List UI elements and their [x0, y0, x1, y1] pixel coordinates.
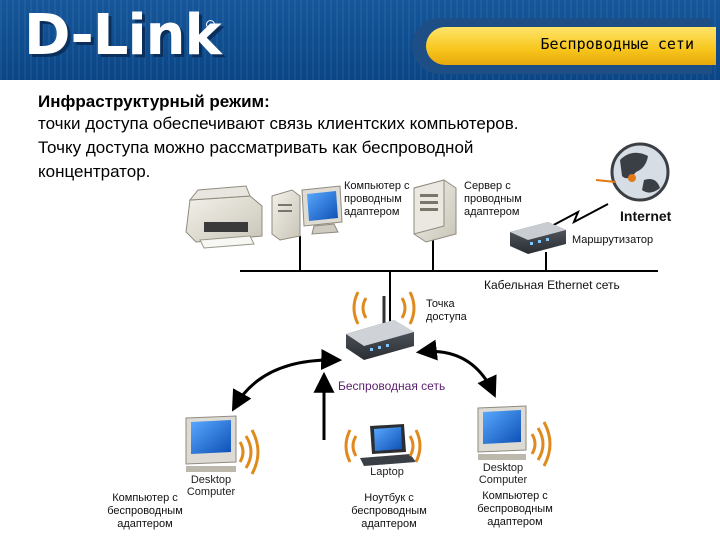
mode-heading: Инфраструктурный режим:	[38, 92, 270, 111]
wireless-network-label: Беспроводная сеть	[338, 379, 446, 393]
wireless-link-right	[415, 339, 497, 398]
right-desktop-icon	[477, 405, 527, 460]
ethernet-label: Кабельная Ethernet сеть	[484, 278, 620, 292]
router-icon	[510, 222, 566, 254]
intro-line-1: точки доступа обеспечивают связь клиентс…	[38, 114, 519, 133]
intro-line-3: концентратор.	[38, 162, 151, 181]
wan-link-line	[547, 203, 609, 229]
section-banner	[426, 27, 716, 65]
router-label: Маршрутизатор	[572, 234, 654, 246]
section-title: Беспроводные сети	[540, 35, 694, 53]
wireless-link-left	[231, 349, 343, 412]
laptop-icon	[360, 424, 416, 466]
server-icon	[413, 179, 457, 243]
ap-signal-waves-icon	[352, 291, 416, 325]
laptop-waves-icon	[344, 429, 422, 463]
internet-globe-icon	[595, 142, 670, 202]
dlink-logo: D-Link	[24, 3, 222, 68]
internet-label: Internet	[620, 208, 672, 224]
header-bar: D-Link Беспроводные сети	[0, 0, 720, 80]
right-desktop-waves-icon	[530, 421, 552, 467]
wired-pc-icon	[271, 185, 343, 241]
laptop-monitor-text: Laptop	[370, 466, 404, 478]
left-desktop-waves-icon	[238, 429, 260, 475]
intro-line-2: Точку доступа можно рассматривать как бе…	[38, 138, 474, 157]
printer-icon	[185, 185, 263, 249]
registered-mark-icon	[206, 20, 215, 29]
left-desktop-icon	[185, 415, 237, 472]
access-point-icon	[346, 296, 414, 360]
